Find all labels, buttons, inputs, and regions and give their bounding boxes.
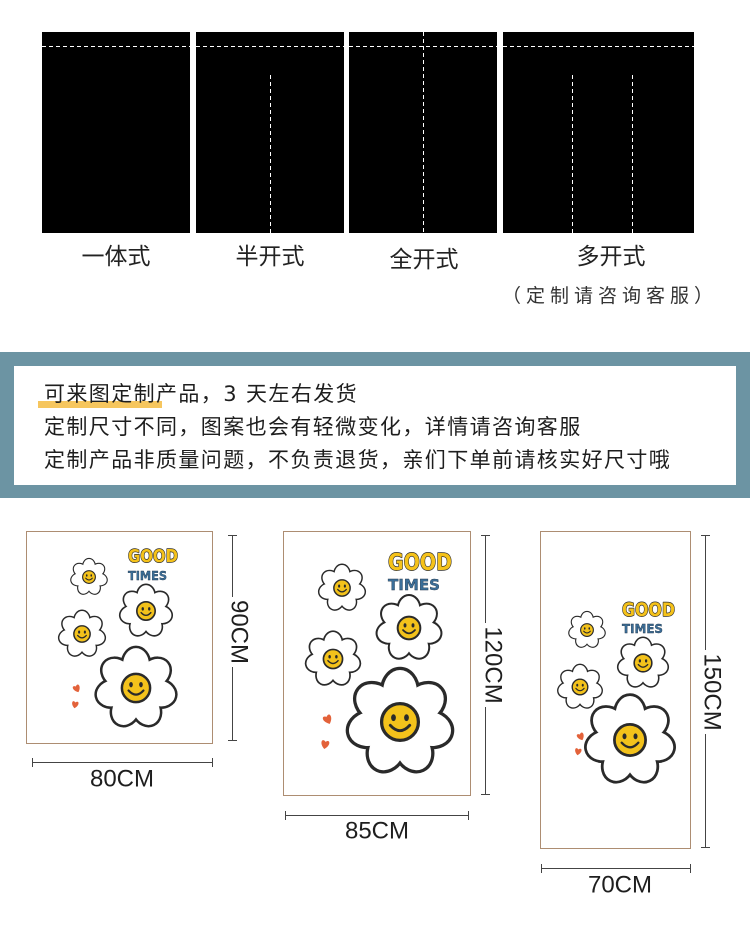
notice-line-return-policy: 定制产品非质量问题，不负责退货，亲们下单前请核实好尺寸哦 [44, 448, 672, 472]
decal-times-text: TIMES [128, 568, 167, 583]
height-label: 90CM [226, 600, 253, 664]
split-line [632, 75, 633, 233]
height-dimension: 150CM [699, 535, 726, 848]
style-label-multi-split: 多开式 [576, 244, 646, 270]
rod-pocket-line [196, 46, 344, 47]
width-dimension: 80CM [32, 758, 213, 793]
curtain-panel-full-split [349, 32, 497, 233]
decal-times-text: TIMES [622, 621, 663, 636]
style-custom-note: （定制请咨询客服） [501, 285, 718, 307]
split-line [572, 75, 573, 233]
height-dimension: 90CM [226, 535, 253, 741]
decal-good-text: GOOD [128, 546, 178, 567]
style-label-one-piece: 一体式 [81, 244, 151, 270]
notice-line-lead-time: 可来图定制产品，3 天左右发货 [44, 382, 359, 406]
size-option-3: GOOD TIMES 150CM 70CM [540, 531, 726, 899]
decal-times-text: TIMES [388, 576, 440, 594]
split-line [270, 75, 271, 233]
width-dimension: 70CM [541, 864, 691, 899]
width-dimension: 85CM [285, 811, 469, 845]
curtain-panel-multi-split [503, 32, 694, 233]
width-label: 70CM [588, 872, 652, 899]
height-label: 150CM [699, 653, 726, 730]
size-diagrams: GOOD TIMES 90CM 80CM GOOD TIMES [26, 531, 726, 899]
height-dimension: 120CM [480, 535, 507, 795]
width-label: 80CM [90, 766, 154, 793]
decal-good-text: GOOD [388, 550, 452, 576]
size-option-2: GOOD TIMES 120CM 85CM [283, 531, 507, 845]
notice-box: 可来图定制产品，3 天左右发货 定制尺寸不同，图案也会有轻微变化，详情请咨询客服… [14, 366, 736, 485]
notice-band: 可来图定制产品，3 天左右发货 定制尺寸不同，图案也会有轻微变化，详情请咨询客服… [0, 352, 750, 498]
style-label-half-split: 半开式 [235, 244, 305, 270]
size-option-1: GOOD TIMES 90CM 80CM [26, 531, 253, 793]
curtain-panel-half-split [196, 32, 344, 233]
style-label-full-split: 全开式 [389, 247, 459, 273]
rod-pocket-line [42, 46, 190, 47]
split-line [423, 32, 424, 233]
height-label: 120CM [480, 626, 507, 703]
decal-good-text: GOOD [622, 599, 675, 621]
rod-pocket-line [503, 46, 694, 47]
curtain-panel-one-piece [42, 32, 190, 233]
highlight-underline [38, 401, 162, 408]
width-label: 85CM [345, 818, 409, 845]
notice-line-pattern-variation: 定制尺寸不同，图案也会有轻微变化，详情请咨询客服 [44, 415, 582, 439]
